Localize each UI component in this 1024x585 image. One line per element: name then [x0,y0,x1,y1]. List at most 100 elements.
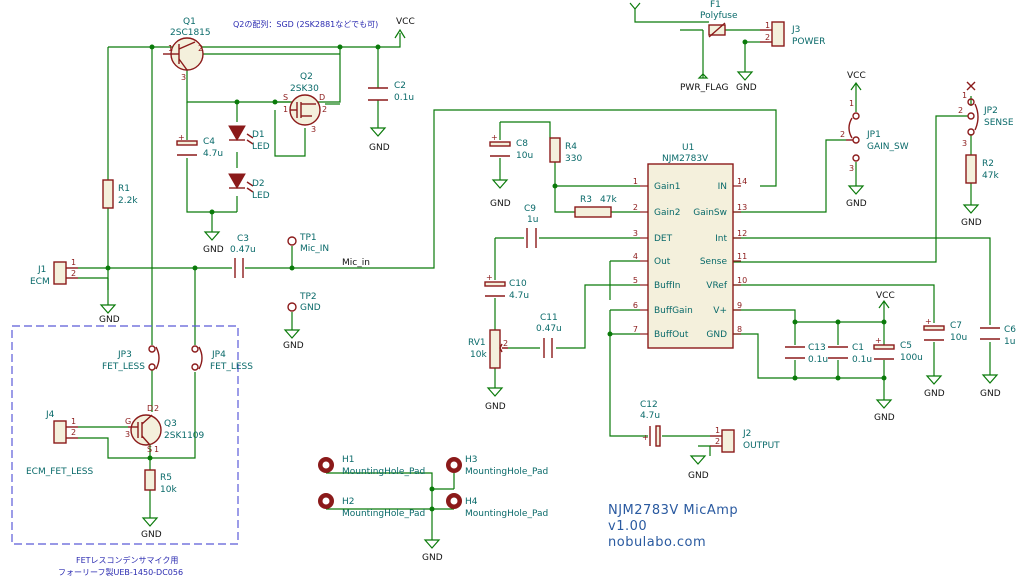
mounting-hole-h3[interactable]: H3 MountingHole_Pad [446,455,548,477]
gnd-label-c5: GND [874,413,895,423]
j2-value: OUTPUT [743,441,780,451]
jumper-jp4[interactable]: JP4 FET_LESS [191,345,253,372]
jp3-ref: JP3 [117,350,132,360]
c10-ref: C10 [509,279,527,289]
c6-value: 1u [1004,337,1015,347]
capacitor-c12[interactable]: + C12 4.7u [640,400,661,447]
c4-ref: C4 [203,137,215,147]
q1-ref: Q1 [183,17,196,27]
capacitor-c1[interactable]: C1 0.1u [828,343,872,365]
q2-ref: Q2 [300,72,313,82]
resistor-r4[interactable]: R4 330 [549,137,582,164]
mounting-hole-h1[interactable]: H1 MountingHole_Pad [318,455,425,477]
jumper-jp3[interactable]: JP3 FET_LESS [102,345,160,372]
u1-pin-4-name: Out [654,257,671,267]
u1-pin-13-number: 13 [737,203,747,212]
ic-u1[interactable]: U1 NJM2783V [647,143,734,349]
connector-j4[interactable]: 1 2 J4 ECM_FET_LESS [26,410,94,477]
j4-pin1: 1 [71,417,76,426]
vcc-symbol-c5: VCC [876,291,895,309]
capacitor-c13[interactable]: C13 0.1u [785,343,828,365]
q2-pin1: 1 [283,105,288,114]
q3-pin-g: G [125,417,131,426]
jp2-pin1: 1 [962,91,967,100]
connector-j3[interactable]: 1 2 J3 POWER [760,21,825,47]
c9-ref: C9 [524,204,536,214]
jp3-value: FET_LESS [102,362,145,372]
resistor-r3[interactable]: R3 47k [574,195,617,218]
u1-pin-11-number: 11 [737,252,747,261]
capacitor-c8[interactable]: + C8 10u [489,133,533,161]
capacitor-c6[interactable]: C6 1u [980,325,1016,347]
gnd-label-c6: GND [980,389,1001,399]
led-d1[interactable]: D1 LED [228,125,270,152]
c12-value: 4.7u [640,411,660,421]
capacitor-c11[interactable]: C11 0.47u [536,313,562,358]
jp2-ref: JP2 [983,106,998,116]
u1-pin-2-number: 2 [633,203,638,212]
resistor-r1[interactable]: R1 2.2k [102,179,138,209]
mounting-hole-h4[interactable]: H4 MountingHole_Pad [446,493,548,519]
q3-pin3: 3 [125,430,130,439]
led-d2[interactable]: D2 LED [228,173,270,201]
jumper-jp2[interactable]: 1 2 3 JP2 SENSE [958,81,1014,148]
capacitor-c7[interactable]: + C7 10u [923,317,967,343]
c10-value: 4.7u [509,291,529,301]
c9-value: 1u [527,215,538,225]
j1-value: ECM [30,277,50,287]
c8-ref: C8 [516,139,528,149]
test-point-tp1[interactable]: TP1 Mic_IN [287,233,329,254]
potentiometer-rv1[interactable]: 2 RV1 10k [468,329,508,369]
capacitor-c3[interactable]: C3 0.47u [230,234,256,278]
resistor-r5[interactable]: R5 10k [144,469,177,495]
q3-pin1: 1 [154,445,159,454]
jp1-pin1: 1 [849,99,854,108]
f1-ref: F1 [710,0,721,10]
gnd-symbol-rv1: GND [485,387,506,412]
c1-value: 0.1u [852,355,872,365]
capacitor-c2[interactable]: C2 0.1u [368,81,414,103]
c3-value: 0.47u [230,245,256,255]
j4-value: ECM_FET_LESS [26,467,94,477]
capacitor-c9[interactable]: C9 1u [524,204,538,248]
capacitor-c4[interactable]: + C4 4.7u [176,133,223,159]
capacitor-c10[interactable]: + C10 4.7u [484,273,529,301]
q1-pin2: 2 [198,44,203,53]
r4-ref: R4 [565,142,577,152]
j1-ref: J1 [37,265,46,275]
jp2-value: SENSE [984,118,1014,128]
j2-pin2: 2 [715,437,720,446]
u1-pin-11-name: Sense [700,257,728,267]
tp1-value: Mic_IN [300,244,329,254]
q2-pin-d: D [319,93,325,102]
junction-dots [105,39,887,512]
u1-pin-10-name: VRef [706,281,728,291]
gnd-symbol-j3: GND [736,71,757,93]
jp2-pin2: 2 [958,106,963,115]
mounting-hole-h2[interactable]: H2 MountingHole_Pad [318,493,425,519]
connector-j2[interactable]: 1 2 J2 OUTPUT [710,426,780,453]
capacitor-c5[interactable]: + C5 100u [873,336,923,363]
transistor-q1[interactable]: Q1 2SC1815 1 2 3 [163,17,211,82]
resistor-r2[interactable]: R2 47k [965,154,999,184]
connector-j1[interactable]: 1 2 J1 ECM [30,258,78,287]
j4-ref: J4 [45,410,55,420]
r1-ref: R1 [118,184,130,194]
u1-pin-8-number: 8 [737,325,742,334]
test-point-tp2[interactable]: TP2 GND [287,292,321,313]
u1-pin-6-name: BuffGain [654,306,693,316]
c13-value: 0.1u [808,355,828,365]
fuse-f1[interactable]: F1 Polyfuse [700,0,738,38]
r5-ref: R5 [160,473,172,483]
d2-value: LED [252,191,270,201]
gnd-label-j1: GND [99,315,120,325]
u1-pin-12-number: 12 [737,229,747,238]
gnd-symbol-r5: GND [141,517,162,540]
transistor-q2[interactable]: Q2 2SK30 S D 1 2 3 [283,72,327,134]
jp1-pin2: 2 [840,130,845,139]
transistor-q3[interactable]: Q3 2SK1109 G 3 D 2 S 1 [125,404,205,454]
u1-pin-4-number: 4 [633,252,638,261]
u1-pin-7-number: 7 [633,325,638,334]
r2-value: 47k [982,171,999,181]
jumper-jp1[interactable]: 1 2 3 JP1 GAIN_SW [840,99,909,173]
